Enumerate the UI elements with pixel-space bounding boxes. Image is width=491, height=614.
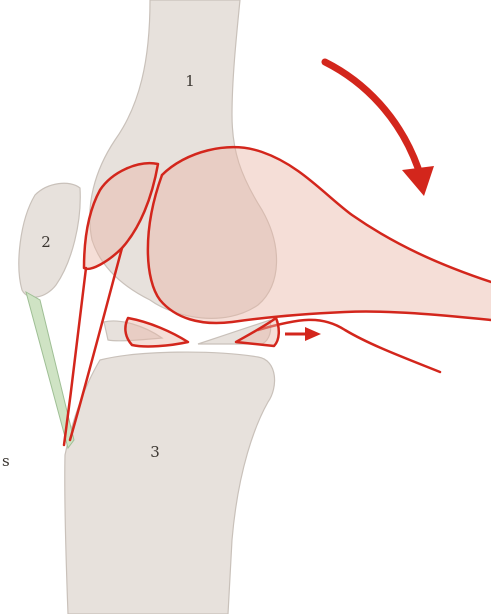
curved-arrow-head [402,166,434,196]
label-bone-2: 2 [41,233,51,251]
label-edge-fragment: s [2,452,10,470]
label-bone-1: 1 [185,72,195,90]
label-bone-3: 3 [150,443,160,461]
curved-arrow-icon [325,62,418,168]
right-arrow-head [305,327,321,341]
femur-highlight-fill [148,147,491,323]
femur-highlight-shaft-outline [258,320,440,372]
meniscus-left-highlight [125,318,188,346]
tibia-bone [65,352,275,614]
